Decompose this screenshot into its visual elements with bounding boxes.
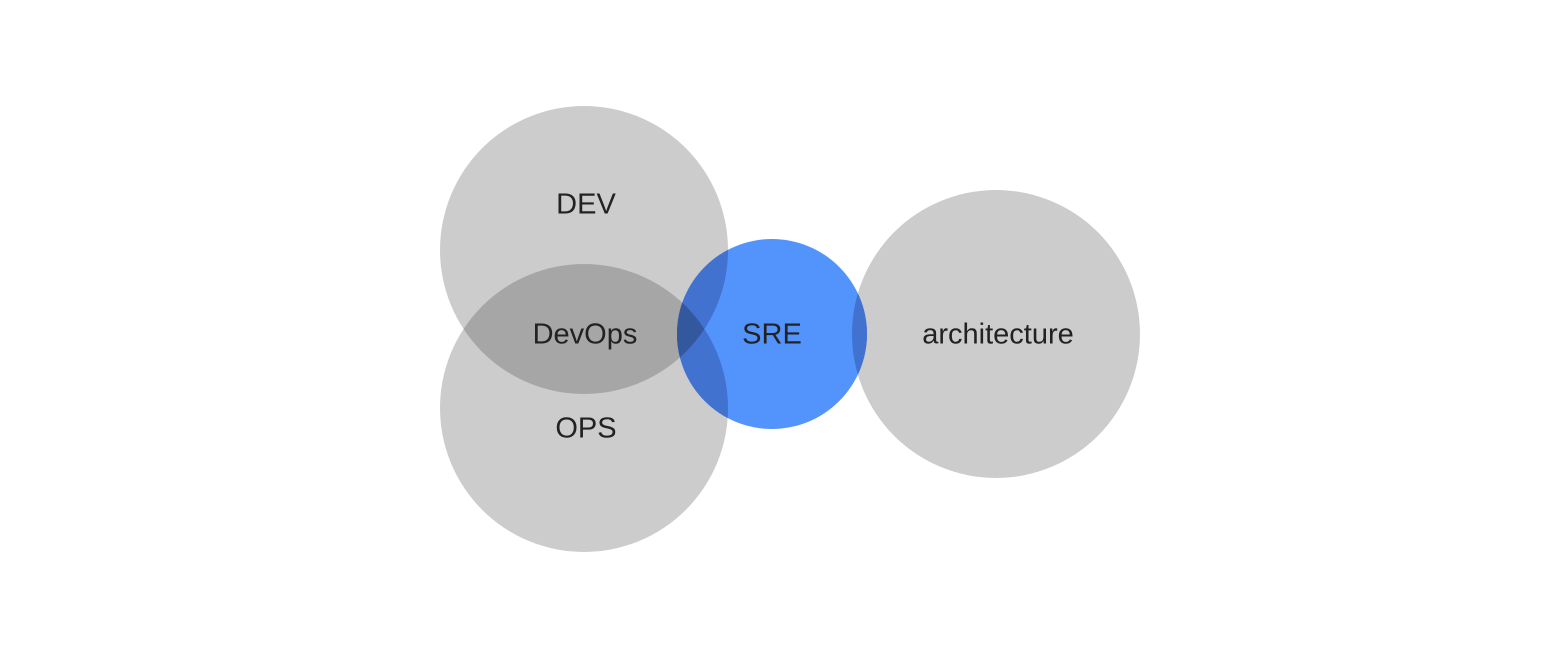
dev-label: DEV: [556, 189, 616, 221]
devops-overlap: [440, 264, 728, 394]
architecture-circle: [852, 190, 1140, 478]
sre-label: SRE: [742, 319, 802, 351]
devops-label: DevOps: [533, 319, 638, 351]
architecture-label: architecture: [922, 319, 1074, 351]
ops-label: OPS: [555, 413, 616, 445]
